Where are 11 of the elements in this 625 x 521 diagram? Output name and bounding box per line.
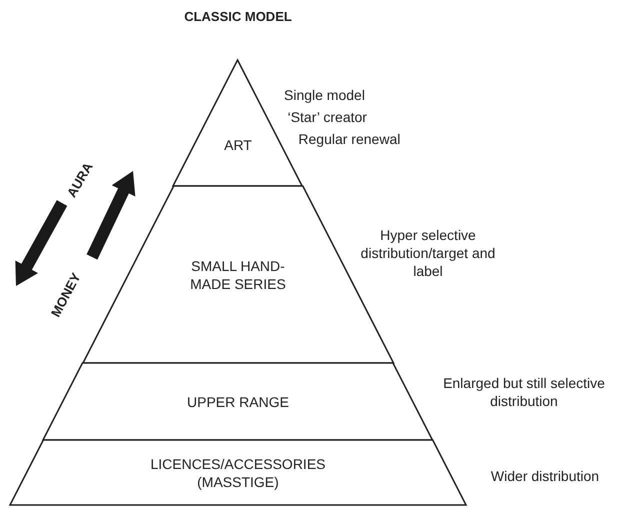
- title: CLASSIC MODEL: [183, 8, 293, 26]
- layer-label: SMALL HAND-MADE SERIES: [189, 256, 287, 292]
- layer-label: UPPER RANGE: [186, 392, 290, 410]
- side-note: Wider distribution: [490, 467, 600, 485]
- side-note: Regular renewal: [298, 130, 400, 148]
- side-note: Enlarged but still selective distribution: [442, 374, 606, 410]
- layer-label: ART: [223, 136, 253, 154]
- side-note: Hyper selective distribution/target and label: [360, 226, 496, 280]
- layer-label: LICENCES/ACCESSORIES (MASSTIGE): [149, 454, 327, 490]
- side-note: Single model: [284, 86, 365, 104]
- side-note: ‘Star’ creator: [288, 108, 367, 126]
